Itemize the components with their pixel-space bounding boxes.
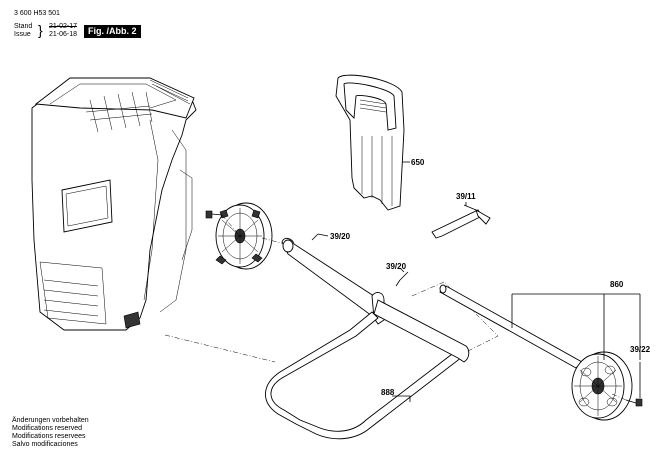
doc-number: 3 600 H53 501 [14,10,60,17]
callout-888: 888 [381,388,395,397]
centre-line-housing [164,334,276,363]
callout-39-20-a: 39/20 [330,232,351,241]
old-date: 21-02-17 [49,23,78,30]
left-screw [205,210,241,237]
callout-leaders [392,202,641,402]
callout-860: 860 [610,280,624,289]
stand-label: Stand [14,23,33,30]
carry-handle [335,74,410,211]
brace: } [38,22,43,38]
footer-note-de: Änderungen vorbehalten [12,417,89,424]
callout-39-22: 39/22 [630,345,651,354]
callout-39-20-b: 39/20 [386,262,407,271]
hex-key [431,204,491,239]
pin-39-20-a [311,233,329,241]
callout-39-11: 39/11 [456,192,476,201]
new-date: 21-06-18 [49,31,78,38]
footer-note-es: Salvo modificaciones [12,441,78,448]
footer-note-en: Modifications reserved [12,425,83,432]
callout-650: 650 [411,158,425,167]
frame-tube [265,237,470,440]
right-wheel [571,351,633,421]
left-wheel [215,202,273,270]
issue-label: Issue [14,31,31,38]
pin-39-20-b [395,271,409,287]
right-screw [611,393,643,407]
figure-label: Fig. /Abb. 2 [84,25,141,38]
footer-note-fr: Modifications reservees [12,433,86,440]
shredder-housing [31,77,197,331]
